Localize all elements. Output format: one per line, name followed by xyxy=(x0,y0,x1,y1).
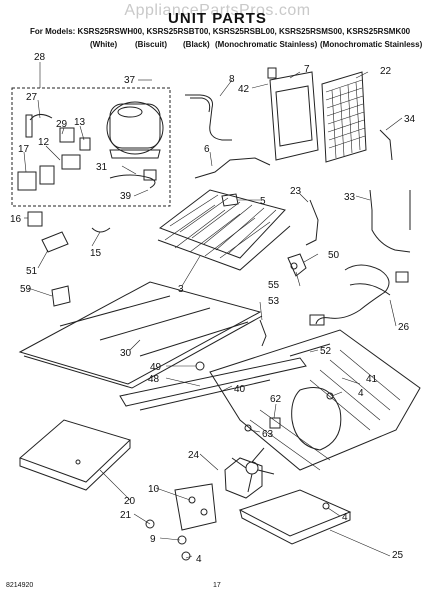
color-mono-stainless-2: (Monochromatic Stainless) xyxy=(320,40,423,49)
callout-5: 5 xyxy=(260,196,266,207)
callout-53: 53 xyxy=(268,296,280,307)
callout-12: 12 xyxy=(38,137,50,148)
callout-23: 23 xyxy=(290,186,302,197)
callout-27: 27 xyxy=(26,92,38,103)
callout-10: 10 xyxy=(148,484,160,495)
callout-34: 34 xyxy=(404,114,416,125)
callout-52: 52 xyxy=(320,346,332,357)
callout-25: 25 xyxy=(392,550,404,561)
callout-4a: 4 xyxy=(358,388,364,399)
callout-41: 41 xyxy=(366,374,378,385)
color-biscuit: (Biscuit) xyxy=(135,40,167,49)
callout-13: 13 xyxy=(74,117,86,128)
callout-55: 55 xyxy=(268,280,280,291)
callout-16: 16 xyxy=(10,214,22,225)
callout-22: 22 xyxy=(380,66,392,77)
callout-49: 49 xyxy=(150,362,162,373)
callout-8: 8 xyxy=(229,74,235,85)
models-line: For Models: KSRS25RSWH00, KSRS25RSBT00, … xyxy=(30,27,411,36)
color-mono-stainless-1: (Monochromatic Stainless) xyxy=(215,40,318,49)
callout-40: 40 xyxy=(234,384,246,395)
compressor-group-box xyxy=(11,87,171,207)
callout-17: 17 xyxy=(18,144,30,155)
callout-48: 48 xyxy=(148,374,160,385)
callout-15: 15 xyxy=(90,248,102,259)
callout-42: 42 xyxy=(238,84,250,95)
callout-30: 30 xyxy=(120,348,132,359)
color-black: (Black) xyxy=(183,40,210,49)
compressor xyxy=(106,101,164,155)
callout-51: 51 xyxy=(26,266,38,277)
callout-20: 20 xyxy=(124,496,136,507)
callout-4c: 4 xyxy=(196,554,202,565)
callout-28: 28 xyxy=(34,52,46,63)
overload-relay xyxy=(59,127,75,143)
callout-31: 31 xyxy=(96,162,108,173)
callout-59: 59 xyxy=(20,284,32,295)
callout-63: 63 xyxy=(262,429,274,440)
color-white: (White) xyxy=(90,40,118,49)
callout-24: 24 xyxy=(188,450,200,461)
callout-3: 3 xyxy=(178,284,184,295)
callout-4b: 4 xyxy=(342,512,348,523)
callout-7: 7 xyxy=(304,64,310,75)
callout-62: 62 xyxy=(270,394,282,405)
page-number: 17 xyxy=(213,582,221,589)
callout-9: 9 xyxy=(150,534,156,545)
callout-29: 29 xyxy=(56,119,68,130)
watermark: AppliancePartsPros.com xyxy=(124,2,311,19)
callout-39: 39 xyxy=(120,191,132,202)
callout-33: 33 xyxy=(344,192,356,203)
callout-21: 21 xyxy=(120,510,132,521)
callout-26: 26 xyxy=(398,322,410,333)
callout-6: 6 xyxy=(204,144,210,155)
page-title: UNIT PARTS xyxy=(168,10,267,27)
callout-37: 37 xyxy=(124,75,136,86)
callout-50: 50 xyxy=(328,250,340,261)
document-number: 8214920 xyxy=(6,582,34,589)
